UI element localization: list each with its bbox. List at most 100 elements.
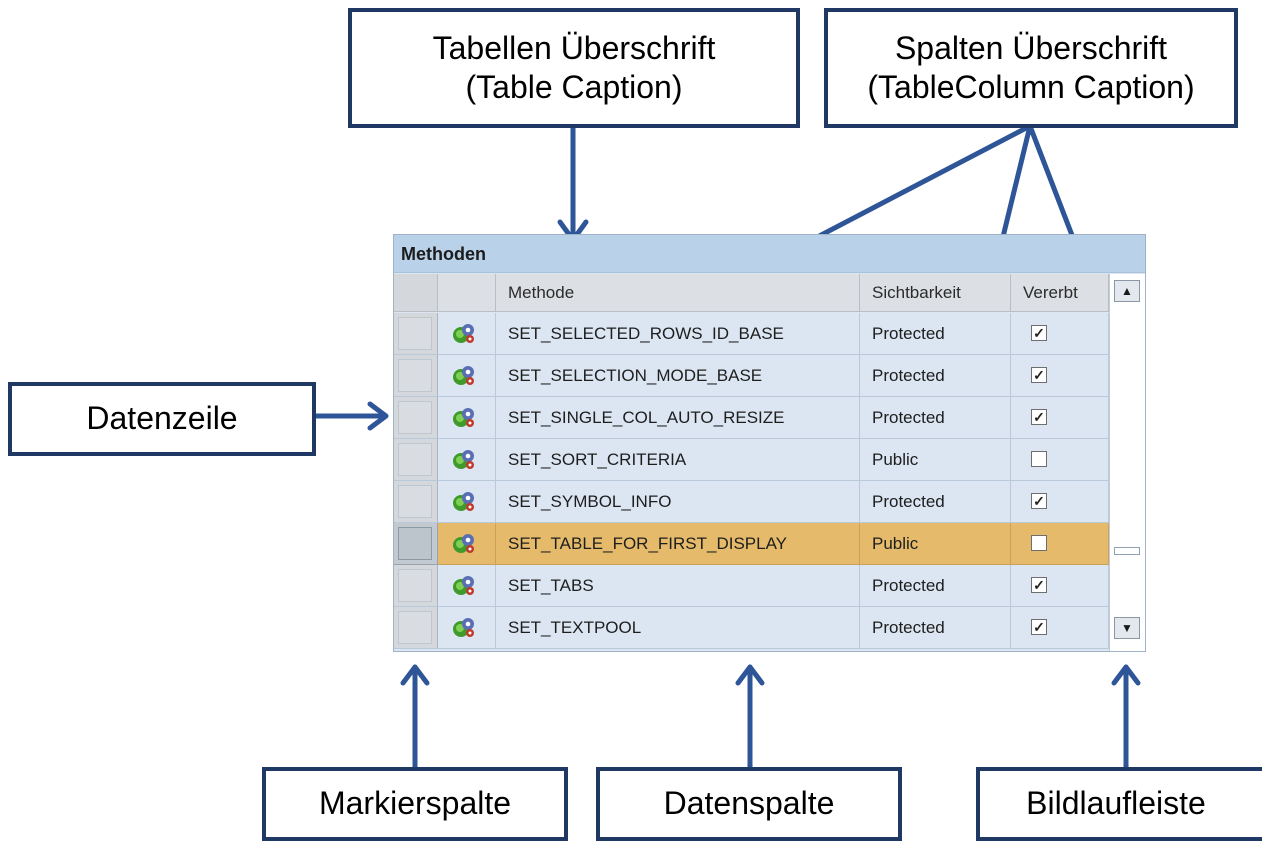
scrollbar-thumb[interactable] (1114, 547, 1140, 555)
callout-column-caption-en: (TableColumn Caption) (867, 69, 1195, 105)
row-selector-button[interactable] (398, 527, 432, 560)
method-name-cell: SET_TABLE_FOR_FIRST_DISPLAY (496, 523, 860, 565)
method-name-cell: SET_SELECTED_ROWS_ID_BASE (496, 313, 860, 355)
visibility-cell: Protected (860, 313, 1011, 355)
checkbox-checked[interactable]: ✓ (1031, 619, 1047, 635)
callout-column-caption-de: Spalten Überschrift (894, 29, 1168, 66)
vertical-scrollbar[interactable]: ▲ ▼ (1109, 274, 1145, 651)
column-header-methode[interactable]: Methode (496, 274, 860, 312)
row-icon-cell (438, 607, 496, 649)
row-selector[interactable] (394, 313, 438, 355)
inherited-cell (1011, 523, 1109, 565)
row-selector[interactable] (394, 523, 438, 565)
method-name-cell: SET_SYMBOL_INFO (496, 481, 860, 523)
method-gear-icon (453, 408, 474, 427)
method-name-cell: SET_SINGLE_COL_AUTO_RESIZE (496, 397, 860, 439)
methods-table: Methoden Methode Sichtbarkeit Vererbt SE… (393, 234, 1146, 652)
row-icon-cell (438, 355, 496, 397)
row-icon-cell (438, 439, 496, 481)
callout-selection-column-label: Markierspalte (318, 785, 512, 822)
visibility-cell: Protected (860, 481, 1011, 523)
method-name-cell: SET_TABS (496, 565, 860, 607)
checkbox-unchecked[interactable] (1031, 535, 1047, 551)
method-gear-icon (453, 450, 474, 469)
row-icon-cell (438, 397, 496, 439)
method-gear-icon (453, 324, 474, 343)
arrow-table-caption (557, 125, 589, 243)
row-icon-cell (438, 565, 496, 607)
row-selector[interactable] (394, 481, 438, 523)
method-gear-icon (453, 534, 474, 553)
callout-table-caption-de: Tabellen Überschrift (432, 29, 716, 66)
inherited-cell: ✓ (1011, 313, 1109, 355)
row-selector-button[interactable] (398, 569, 432, 602)
scroll-up-icon[interactable]: ▲ (1114, 280, 1140, 302)
column-header-sichtbarkeit[interactable]: Sichtbarkeit (860, 274, 1011, 312)
header-mark-cell[interactable] (394, 274, 438, 312)
arrow-data-column (735, 664, 765, 770)
method-name-cell: SET_SORT_CRITERIA (496, 439, 860, 481)
row-selector[interactable] (394, 355, 438, 397)
checkbox-unchecked[interactable] (1031, 451, 1047, 467)
inherited-cell (1011, 439, 1109, 481)
callout-table-caption-en: (Table Caption) (465, 69, 683, 105)
visibility-cell: Protected (860, 397, 1011, 439)
row-selector[interactable] (394, 439, 438, 481)
visibility-cell: Public (860, 439, 1011, 481)
callout-selection-column: Markierspalte (262, 767, 568, 841)
visibility-cell: Protected (860, 565, 1011, 607)
table-caption: Methoden (394, 235, 1145, 273)
row-selector-button[interactable] (398, 611, 432, 644)
visibility-cell: Public (860, 523, 1011, 565)
row-icon-cell (438, 523, 496, 565)
method-gear-icon (453, 618, 474, 637)
checkbox-checked[interactable]: ✓ (1031, 325, 1047, 341)
method-name-cell: SET_TEXTPOOL (496, 607, 860, 649)
row-selector[interactable] (394, 397, 438, 439)
method-gear-icon (453, 492, 474, 511)
row-selector[interactable] (394, 565, 438, 607)
callout-table-caption: Tabellen Überschrift (Table Caption) (348, 8, 800, 128)
callout-scrollbar-label: Bildlaufleiste (1026, 785, 1206, 822)
callout-data-row: Datenzeile (8, 382, 316, 456)
inherited-cell: ✓ (1011, 607, 1109, 649)
inherited-cell: ✓ (1011, 565, 1109, 607)
inherited-cell: ✓ (1011, 397, 1109, 439)
row-selector-button[interactable] (398, 443, 432, 476)
visibility-cell: Protected (860, 607, 1011, 649)
row-selector-button[interactable] (398, 485, 432, 518)
inherited-cell: ✓ (1011, 355, 1109, 397)
callout-scrollbar: Bildlaufleiste (976, 767, 1262, 841)
column-header-vererbt[interactable]: Vererbt (1011, 274, 1109, 312)
row-icon-cell (438, 313, 496, 355)
row-selector-button[interactable] (398, 359, 432, 392)
method-gear-icon (453, 576, 474, 595)
arrow-data-row (313, 401, 389, 431)
method-name-cell: SET_SELECTION_MODE_BASE (496, 355, 860, 397)
callout-column-caption: Spalten Überschrift (TableColumn Caption… (824, 8, 1238, 128)
header-icon-cell (438, 274, 496, 312)
arrow-selection-column (400, 664, 430, 770)
callout-data-column: Datenspalte (596, 767, 902, 841)
checkbox-checked[interactable]: ✓ (1031, 493, 1047, 509)
inherited-cell: ✓ (1011, 481, 1109, 523)
row-icon-cell (438, 481, 496, 523)
row-selector-button[interactable] (398, 317, 432, 350)
arrow-scrollbar (1111, 664, 1141, 770)
callout-data-row-label: Datenzeile (86, 400, 238, 437)
method-gear-icon (453, 366, 474, 385)
checkbox-checked[interactable]: ✓ (1031, 409, 1047, 425)
row-selector[interactable] (394, 607, 438, 649)
scroll-down-icon[interactable]: ▼ (1114, 617, 1140, 639)
checkbox-checked[interactable]: ✓ (1031, 367, 1047, 383)
checkbox-checked[interactable]: ✓ (1031, 577, 1047, 593)
row-selector-button[interactable] (398, 401, 432, 434)
